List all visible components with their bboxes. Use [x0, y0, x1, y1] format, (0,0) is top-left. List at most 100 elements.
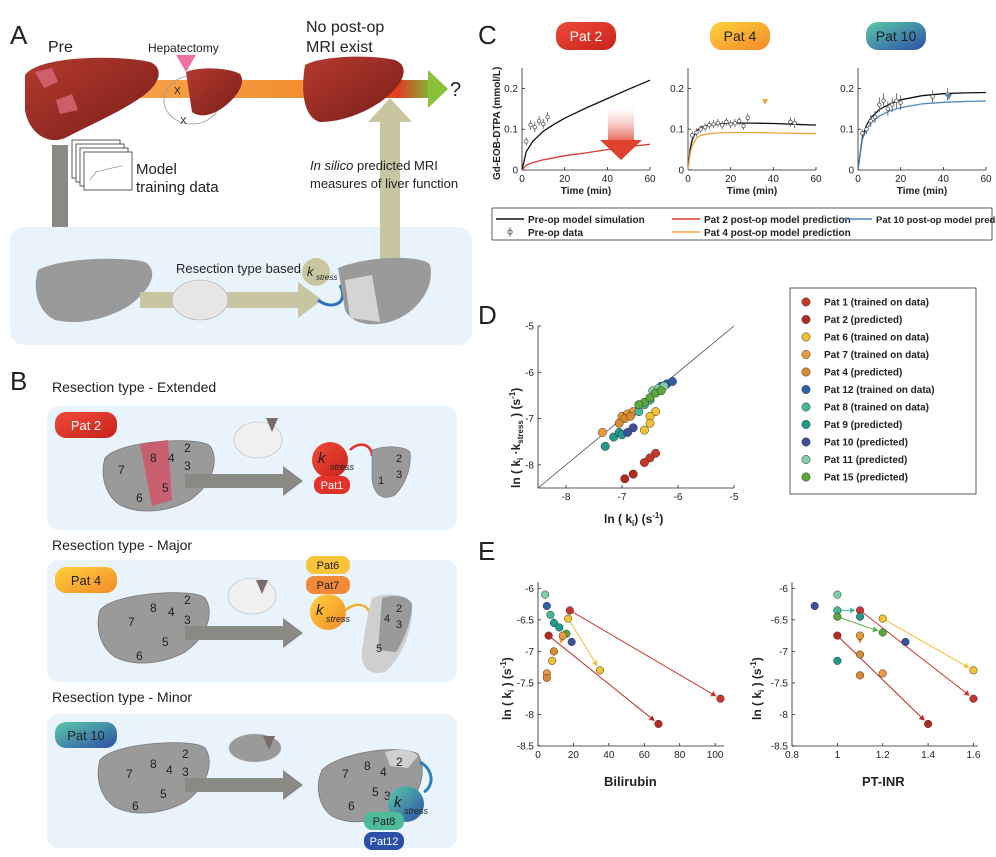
rem-seg4-min: 4 [380, 765, 387, 779]
maj-arrow-head [283, 618, 303, 648]
pat4-badge-b-label: Pat 4 [71, 573, 101, 588]
d-legend-marker [801, 402, 811, 412]
seg5-ext: 5 [162, 481, 169, 495]
c3-data-point [885, 106, 891, 111]
d-point-10 [656, 386, 666, 396]
c3-ytick-label: 0.1 [840, 125, 854, 136]
panel-d-legend [789, 287, 977, 495]
seg4-ext: 4 [168, 451, 175, 465]
cut-mark-2: X [180, 116, 187, 127]
up-arrow-shaft [380, 120, 400, 260]
ext-curl-arrow [349, 443, 374, 457]
c1-ytick-label: 0.2 [504, 84, 518, 95]
cut-mark-1: X [174, 86, 181, 97]
c2-data-point [698, 126, 703, 132]
e1-point [716, 694, 725, 703]
e1-trend-arrow [569, 609, 717, 697]
e2-point [833, 612, 842, 621]
c2-pred-marker [762, 99, 768, 105]
d-legend-label: Pat 2 (predicted) [824, 315, 902, 326]
e1-point [558, 631, 567, 640]
postop-liver [303, 56, 404, 122]
insilico-line1: In silico predicted MRI [310, 158, 438, 173]
c2-data-point [711, 122, 716, 127]
e1-point [549, 618, 558, 628]
kstress-min-sub: stress [404, 806, 429, 816]
panel-d-legend-items: Pat 1 (trained on data)Pat 2 (predicted)… [801, 298, 935, 484]
panel-c-ylabel: Gd-EOB-DTPA (mmol/L) [492, 67, 503, 180]
legend-p10-label: Pat 10 post-op model prediction [876, 215, 996, 226]
e2-point [855, 612, 865, 621]
seg8-min: 8 [150, 757, 157, 771]
d-ytick-label: -8 [525, 460, 534, 471]
hepatectomy-label: Hepatectomy [148, 41, 219, 55]
e2-point [855, 631, 865, 640]
minor-title: Resection type - Minor [52, 689, 192, 705]
seg7-ext: 7 [118, 463, 125, 477]
e2-xtick-label: 1 [835, 750, 841, 761]
e2-point [855, 671, 865, 680]
rem-seg8-min: 8 [364, 759, 371, 773]
c2-series-1 [687, 131, 817, 171]
d-legend-label: Pat 9 (predicted) [824, 420, 902, 431]
seg6-maj: 6 [136, 649, 143, 663]
pat4-badge-b [55, 567, 117, 593]
c2-data-point [724, 119, 729, 125]
ext-remnant-liver [371, 446, 411, 498]
d-legend-label: Pat 10 (predicted) [824, 438, 908, 449]
seg5-min: 5 [160, 787, 167, 801]
pat10-badge-c-label: Pat 10 [876, 28, 917, 44]
panel-b: B Resection type - Extended Pat 2 7 8 4 … [10, 366, 457, 850]
e1-xtick-label: 40 [603, 750, 615, 761]
e2-trend-arrowhead [850, 607, 856, 614]
e2-trend-arrowhead [918, 714, 925, 721]
c3-data-point [889, 102, 895, 107]
panel-a-letter: A [10, 20, 28, 50]
min-arrow-shaft [185, 778, 285, 792]
maj-down-marker [256, 580, 268, 594]
panel-c-letter: C [478, 20, 497, 50]
d-legend-marker [801, 350, 811, 359]
c2-ytick-label: 0 [678, 166, 684, 177]
d-legend-marker [801, 472, 811, 482]
c3-data-point [894, 98, 899, 103]
c2-xtick-label: 60 [810, 174, 822, 185]
ext-arrow-shaft [185, 474, 285, 488]
pat7-chip [306, 576, 350, 594]
e1-trend-arrowhead [648, 715, 655, 721]
ext-arrow-head [283, 466, 303, 496]
e2-point [878, 614, 887, 623]
e1-trend-arrow [548, 635, 655, 722]
e2-ytick-label: -7 [779, 647, 788, 658]
c3-ytick-label: 0 [848, 166, 854, 177]
e2-point [855, 650, 865, 659]
kstress-maj-sub: stress [326, 614, 351, 624]
d-legend-marker [801, 315, 811, 324]
seg4-min: 4 [166, 763, 173, 777]
e1-ytick-label: -6 [525, 584, 534, 595]
e1-xtick-label: 100 [707, 750, 724, 761]
d-xtick-label: -6 [674, 492, 683, 503]
d-legend-marker [801, 437, 811, 447]
e2-trend-arrowhead [872, 626, 879, 633]
e2-ytick-label: -6 [779, 584, 788, 595]
e2-trend-arrowhead [857, 638, 864, 644]
c2-data-point [745, 115, 750, 120]
c3-xlabel: Time (min) [897, 186, 947, 197]
c1-data-point [524, 139, 529, 144]
pre-label: Pre [48, 39, 73, 56]
e1-point [542, 673, 551, 682]
c3-xtick-label: 20 [895, 174, 907, 185]
c3-data-point [881, 98, 886, 103]
e2-trend-arrow [837, 635, 925, 721]
pat1-chip-label: Pat1 [321, 480, 344, 492]
seg7-min: 7 [126, 767, 133, 781]
kstress-ball-a [302, 258, 330, 286]
question-mark: ? [450, 79, 461, 101]
seg6-ext: 6 [136, 491, 143, 505]
e2-ytick-label: -8 [779, 710, 788, 721]
pat10-badge-c [866, 22, 926, 50]
e2-point [969, 694, 978, 703]
c3-data-point [930, 94, 935, 99]
e1-ytick-label: -8.5 [517, 742, 535, 753]
